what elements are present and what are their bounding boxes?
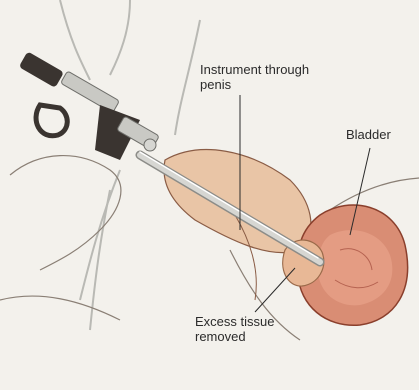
- label-tissue-line1: Excess tissue: [195, 314, 274, 329]
- label-instrument: Instrument through penis: [200, 62, 309, 92]
- label-instrument-line1: Instrument through: [200, 62, 309, 77]
- label-instrument-line2: penis: [200, 77, 309, 92]
- label-tissue-line2: removed: [195, 329, 274, 344]
- label-tissue: Excess tissue removed: [195, 314, 274, 344]
- label-bladder: Bladder: [346, 127, 391, 142]
